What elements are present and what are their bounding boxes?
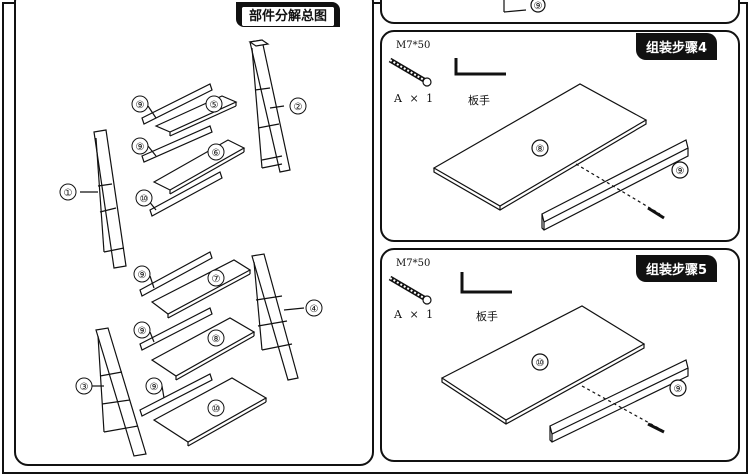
label-part-9: ⑨ — [136, 100, 145, 111]
side-frame-2-drawing — [248, 39, 291, 173]
step4-title: 组装步骤4 — [646, 41, 708, 56]
previous-step-panel — [380, 0, 740, 24]
step5-screw-qty: A × 1 — [394, 308, 436, 321]
step4-screw-spec: M7*50 — [396, 40, 431, 51]
label-part-1: ① — [64, 188, 73, 199]
step5-small-screw — [647, 422, 665, 434]
label-part-5: ⑤ — [210, 100, 219, 111]
label-part-8: ⑧ — [536, 144, 545, 155]
previous-step-fragment — [503, 0, 546, 13]
step5-rail-9-drawing — [549, 359, 689, 443]
step4-rail-9-drawing — [541, 139, 689, 231]
label-part-2: ② — [294, 102, 303, 113]
label-part-10: ⑩ — [536, 358, 545, 369]
label-part-9: ⑨ — [136, 142, 145, 153]
rail-9a-drawing — [141, 83, 213, 125]
step4-tool-label: 板手 — [468, 94, 490, 107]
overview-title: 部件分解总图 — [242, 7, 335, 26]
rail-9d-drawing — [139, 307, 213, 351]
label-part-9: ⑨ — [138, 270, 147, 281]
label-part-7: ⑦ — [212, 274, 221, 285]
shelf-7-drawing — [150, 259, 252, 319]
overview-title-tab: 部件分解总图 — [236, 2, 341, 27]
step4-title-tab: 组装步骤4 — [636, 33, 718, 60]
step4-screw-icon — [388, 57, 432, 87]
rail-9c-drawing — [139, 251, 213, 297]
rail-9b-drawing — [141, 125, 213, 163]
overview-labels — [59, 95, 323, 417]
label-part-10: ⑩ — [140, 194, 149, 205]
label-part-9: ⑨ — [138, 326, 147, 337]
step5-tool-label: 板手 — [476, 310, 498, 323]
label-part-9: ⑨ — [150, 382, 159, 393]
step4-screw-qty: A × 1 — [394, 92, 436, 105]
side-frame-1-drawing — [93, 129, 127, 269]
step4-small-screw — [647, 206, 665, 220]
label-part-9: ⑨ — [674, 384, 683, 395]
side-frame-3-drawing — [95, 327, 147, 457]
label-part-6: ⑥ — [212, 148, 221, 159]
step5-title: 组装步骤5 — [646, 263, 708, 278]
step4-wrench-icon — [454, 58, 506, 76]
step5-screw-icon — [388, 275, 432, 305]
side-frame-4-drawing — [251, 253, 299, 381]
label-part-4: ④ — [310, 304, 319, 315]
step5-screw-spec: M7*50 — [396, 258, 431, 269]
step4-dashed-line — [575, 163, 661, 215]
label-part-8: ⑧ — [212, 334, 221, 345]
label-part-3: ③ — [80, 382, 89, 393]
label-part-9: ⑨ — [534, 1, 543, 12]
shelf-5-drawing — [154, 95, 238, 137]
rail-10-drawing — [149, 171, 223, 217]
label-part-9: ⑨ — [676, 166, 685, 177]
rail-9e-drawing — [139, 373, 213, 417]
label-part-10: ⑩ — [212, 404, 221, 415]
step5-title-tab: 组装步骤5 — [636, 255, 718, 282]
step5-wrench-icon — [460, 272, 512, 294]
shelf-8-drawing — [150, 317, 256, 381]
